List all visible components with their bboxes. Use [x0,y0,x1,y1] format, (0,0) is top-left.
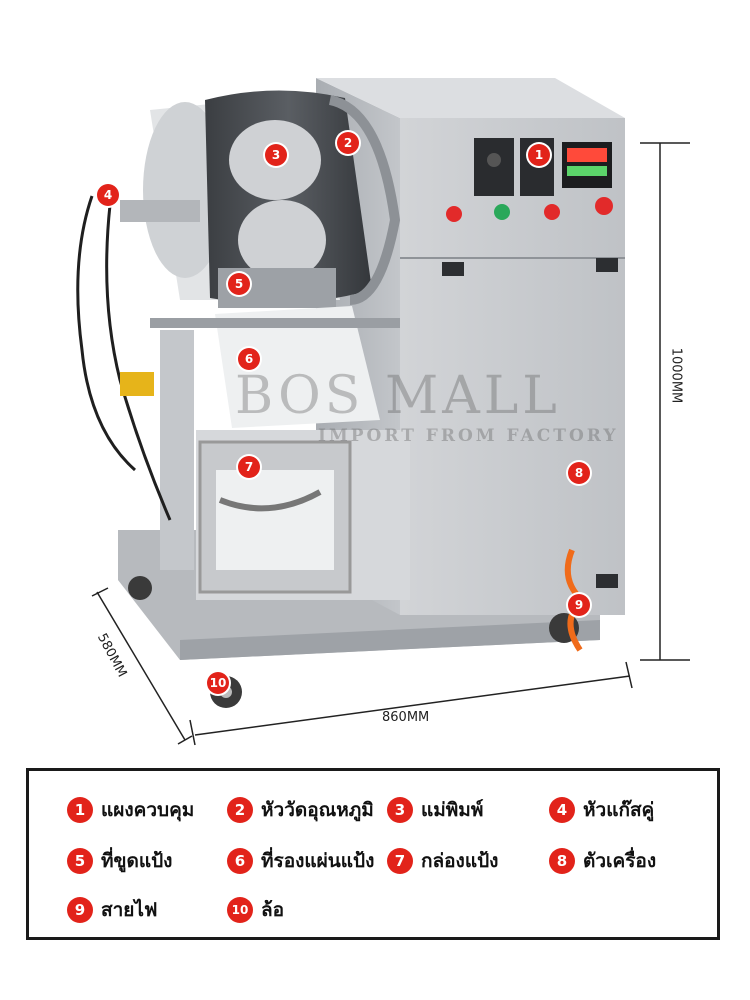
legend-number: 7 [387,848,413,874]
callout-marker-9: 9 [568,594,590,616]
legend-label: แม่พิมพ์ [421,799,484,821]
legend-number: 5 [67,848,93,874]
legend-number: 8 [549,848,575,874]
callout-marker-6: 6 [238,348,260,370]
width-dimension: 860MM [382,710,430,725]
legend-item-8: 8 ตัวเครื่อง [549,846,656,876]
callout-marker-4: 4 [97,184,119,206]
legend-label: ที่รองแผ่นแป้ง [261,850,375,872]
legend-label: หัวแก๊สคู่ [583,799,655,821]
green-button [494,204,510,220]
legend-label: ตัวเครื่อง [583,850,657,872]
legend-label: ล้อ [261,899,285,921]
wheel [128,576,152,600]
legend-number: 6 [227,848,253,874]
legend-number: 3 [387,797,413,823]
watermark-brand: BOS MALL [235,366,561,426]
legend-number: 10 [227,897,253,923]
callout-marker-7: 7 [238,456,260,478]
callout-marker-2: 2 [337,132,359,154]
legend-item-10: 10 ล้อ [227,895,284,925]
callout-marker-5: 5 [228,273,250,295]
legend-label: แผงควบคุม [101,799,195,821]
legend-item-4: 4 หัวแก๊สคู่ [549,795,654,825]
legend-number: 9 [67,897,93,923]
legend-number: 4 [549,797,575,823]
legend-label: ที่ขูดแป้ง [101,850,173,872]
machine-photo: BOS MALL IMPORT FROM FACTORY 1000MM 860M… [76,78,690,746]
red-button [544,204,560,220]
legend-item-2: 2 หัววัดอุณหภูมิ [227,795,374,825]
legend-label: กล่องแป้ง [421,850,499,872]
cabinet-body [400,118,625,615]
red-button [446,206,462,222]
machine-illustration [76,78,690,746]
parts-legend: 1 แผงควบคุม 2 หัววัดอุณหภูมิ 3 แม่พิมพ์ … [26,768,720,940]
watermark-tagline: IMPORT FROM FACTORY [318,426,619,446]
legend-label: สายไฟ [101,899,158,921]
legend-item-7: 7 กล่องแป้ง [387,846,498,876]
callout-marker-1: 1 [528,144,550,166]
legend-item-1: 1 แผงควบคุม [67,795,194,825]
legend-number: 2 [227,797,253,823]
height-dimension: 1000MM [668,347,684,404]
stop-button [595,197,613,215]
legend-label: หัววัดอุณหภูมิ [261,799,374,821]
callout-marker-3: 3 [265,144,287,166]
callout-marker-8: 8 [568,462,590,484]
legend-item-5: 5 ที่ขูดแป้ง [67,846,172,876]
legend-item-9: 9 สายไฟ [67,895,157,925]
legend-item-3: 3 แม่พิมพ์ [387,795,483,825]
legend-item-6: 6 ที่รองแผ่นแป้ง [227,846,374,876]
callout-marker-10: 10 [207,672,229,694]
legend-number: 1 [67,797,93,823]
batter-plate [215,306,380,428]
